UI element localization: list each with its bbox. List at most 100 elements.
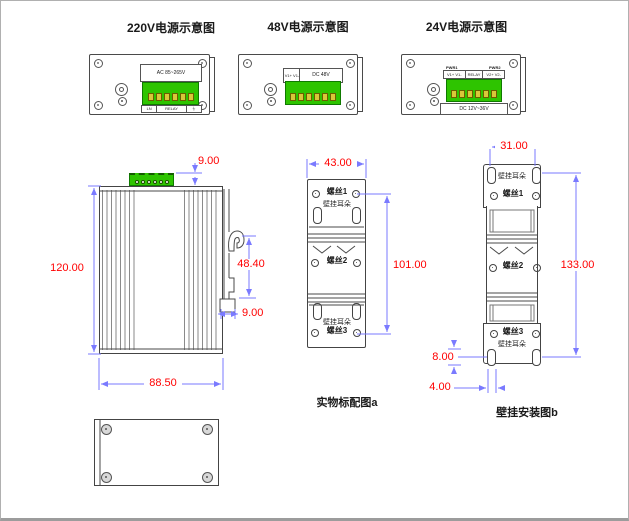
voltage-range-label: DC 12V~36V: [440, 103, 508, 115]
terminal-label: V1+ V1-: [443, 70, 466, 79]
dim-fig-b-offset-h: 4.00: [429, 381, 451, 393]
pwr2-label: PWR2: [489, 65, 501, 70]
panel-48v: V1+ V1- DC 48V: [238, 54, 358, 115]
din-clip: [223, 189, 235, 300]
corner-screw-icon: [346, 59, 355, 68]
terminal-block: [142, 82, 199, 105]
dim-fig-a-height: 101.00: [393, 259, 427, 271]
dim-fig-b-height: 133.00: [556, 260, 599, 271]
mount-slot: [487, 167, 496, 184]
device-bottom-view: [94, 419, 219, 486]
top-terminal-block: [129, 173, 174, 186]
screw3-label: 螺丝3: [326, 326, 348, 335]
ear-label: 壁挂耳朵: [498, 173, 526, 180]
corner-screw-icon: [346, 101, 355, 110]
dim-fig-a-width: 43.00: [319, 158, 357, 169]
ground-symbol-icon: [427, 83, 440, 96]
case-screw-icon: [202, 424, 213, 435]
terminal-pin: [467, 90, 473, 98]
terminal-pin: [298, 93, 304, 101]
terminal-pin: [155, 93, 162, 101]
panel-screw-icon: [430, 97, 439, 106]
heatsink-fins: [102, 190, 138, 350]
corner-screw-icon: [198, 59, 207, 68]
case-screw-icon: [101, 472, 112, 483]
mount-screw-icon: [532, 192, 540, 200]
title-48v: 48V电源示意图: [267, 20, 349, 34]
panel-24v-flange: [519, 57, 526, 112]
terminal-screw-icon: [140, 180, 145, 184]
dim-fig-b-width: 31.00: [495, 141, 533, 152]
mount-screw-icon: [532, 330, 540, 338]
terminal-screw-icon: [134, 180, 139, 184]
screw1-label: 螺丝1: [502, 189, 524, 198]
terminal-pin: [171, 93, 178, 101]
terminal-pin: [491, 90, 497, 98]
mount-screw-icon: [533, 264, 541, 272]
corner-screw-icon: [94, 59, 103, 68]
mount-screw-icon: [311, 329, 319, 337]
mount-slot: [532, 349, 541, 366]
terminal-pin: [290, 93, 296, 101]
corner-screw-icon: [406, 101, 415, 110]
figure-b-caption: 壁挂安装图b: [496, 407, 558, 419]
case-screw-icon: [101, 424, 112, 435]
terminal-pin: [322, 93, 328, 101]
panel-220v-flange: [208, 57, 215, 112]
device-side-view: [99, 186, 223, 354]
title-220v: 220V电源示意图: [126, 21, 216, 35]
case-screw-icon: [202, 472, 213, 483]
corner-screw-icon: [509, 59, 518, 68]
terminal-pin: [179, 93, 186, 101]
panel-48v-flange: [356, 57, 363, 112]
pwr1-label: PWR1: [446, 65, 458, 70]
voltage-range-label: AC 85~265V: [140, 64, 202, 82]
terminal-label: ⏚: [186, 105, 202, 113]
terminal-pin: [459, 90, 465, 98]
screw2-label: 螺丝2: [326, 256, 348, 265]
ear-label: 壁挂耳朵: [498, 341, 526, 348]
corner-screw-icon: [94, 101, 103, 110]
dim-fig-b-offset-v: 8.00: [432, 351, 454, 363]
terminal-pin: [306, 93, 312, 101]
panel-screw-icon: [118, 97, 127, 106]
terminal-label: RELAY: [465, 70, 484, 79]
mount-screw-icon: [312, 190, 320, 198]
terminal-block: [285, 81, 341, 105]
terminal-pin: [163, 93, 170, 101]
figure-a-caption: 实物标配图a: [316, 397, 378, 409]
terminal-screw-icon: [152, 180, 157, 184]
screw1-label: 螺丝1: [326, 187, 348, 196]
mount-slot: [352, 207, 361, 224]
mount-slot: [313, 207, 322, 224]
terminal-block: [446, 79, 502, 102]
terminal-pin: [187, 93, 194, 101]
corner-screw-icon: [243, 59, 252, 68]
corner-screw-icon: [406, 59, 415, 68]
dim-terminal-height: 9.00: [198, 155, 220, 167]
dim-body-width: 88.50: [144, 378, 182, 389]
terminal-screw-icon: [164, 180, 169, 184]
terminal-label: LN: [141, 105, 158, 113]
dim-catch-width: 9.00: [242, 307, 264, 319]
screw2-label: 螺丝2: [502, 261, 524, 270]
terminal-label-strip: V1+ V1- RELAY V2+ V2-: [443, 70, 505, 79]
terminal-label-strip: LN RELAY ⏚: [141, 105, 202, 113]
dim-clip-height: 48.40: [232, 259, 270, 270]
panel-220v: AC 85~265V LN RELAY ⏚: [89, 54, 210, 115]
terminal-label: RELAY: [157, 105, 187, 113]
heatsink-fins: [184, 190, 220, 350]
ground-symbol-icon: [264, 83, 277, 96]
terminal-screw-icon: [158, 180, 163, 184]
terminal-pin: [483, 90, 489, 98]
terminal-pin: [330, 93, 336, 101]
terminal-screw-icon: [146, 180, 151, 184]
mount-slot: [487, 349, 496, 366]
terminal-pin: [451, 90, 457, 98]
mount-screw-icon: [490, 192, 498, 200]
mount-slot: [352, 303, 361, 320]
mount-screw-icon: [489, 264, 497, 272]
panel-24v: PWR1 PWR2 V1+ V1- RELAY V2+ V2- DC 12V~3…: [401, 54, 521, 115]
terminal-label: V2+ V2-: [483, 70, 505, 79]
